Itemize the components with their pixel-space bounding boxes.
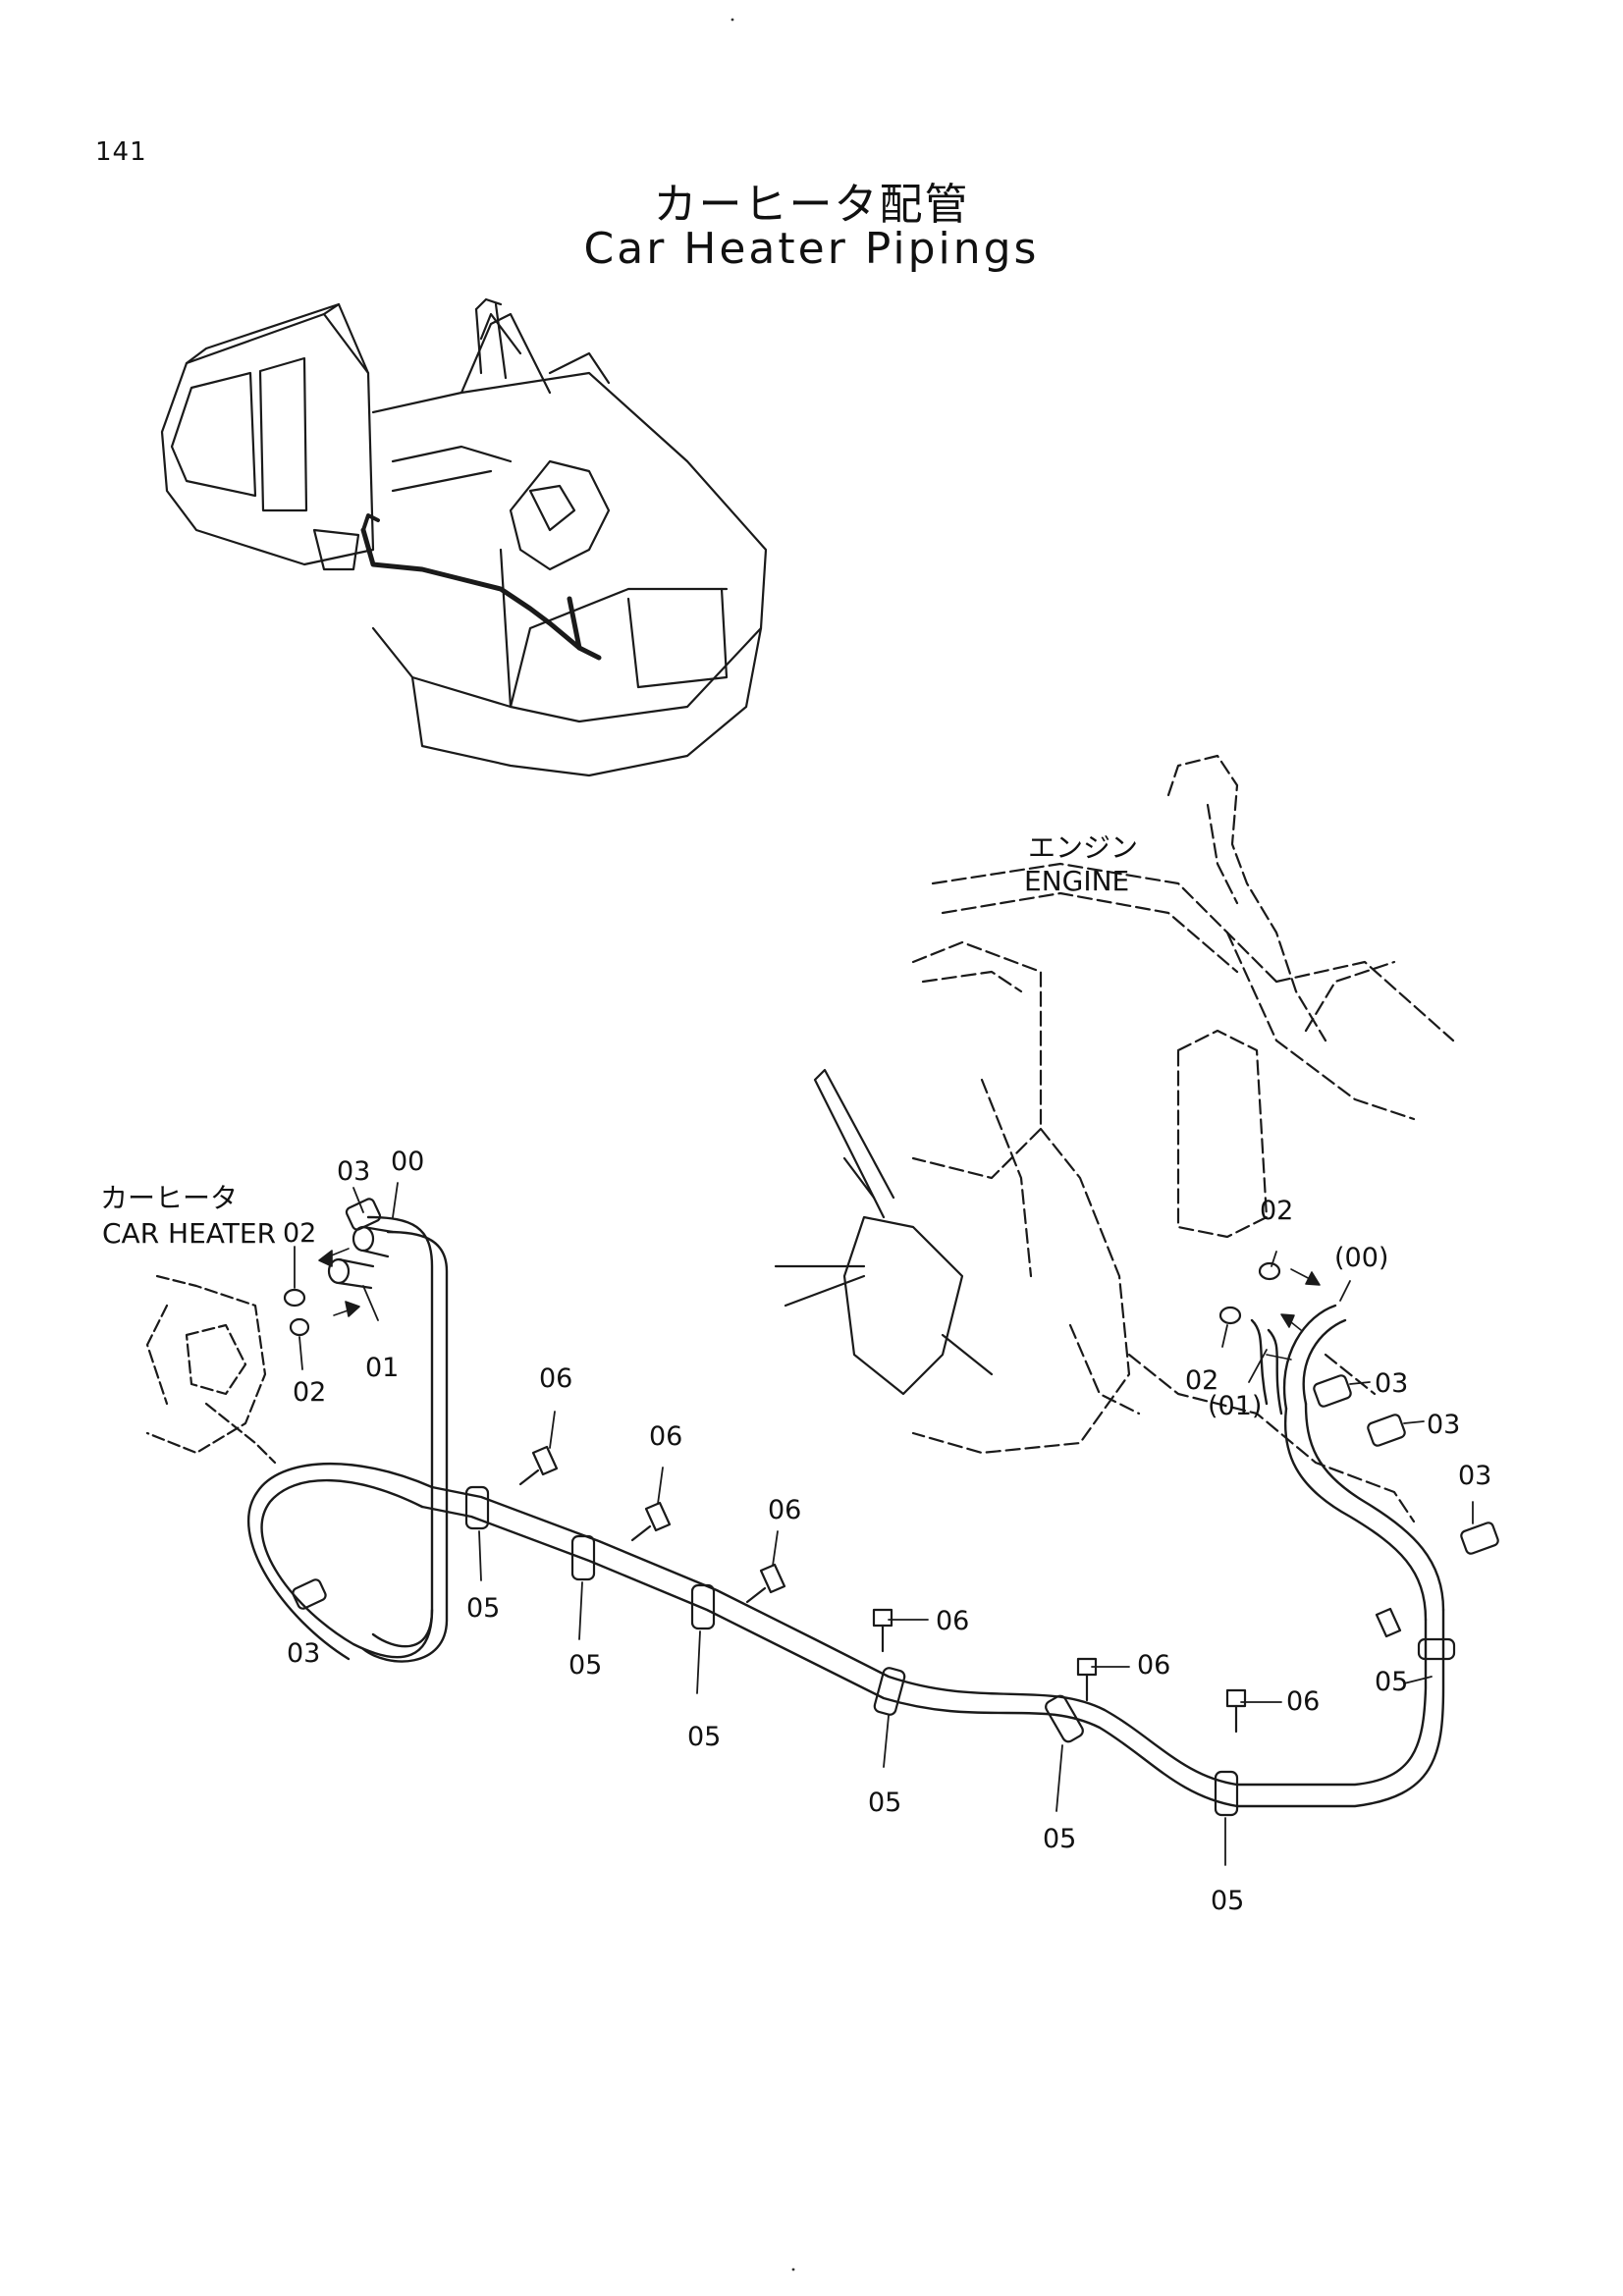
callout-02: 02: [1260, 1196, 1293, 1226]
engine-illustration: [911, 754, 1455, 1523]
callout-05: 05: [1211, 1886, 1244, 1916]
callout-01-paren: (01): [1208, 1391, 1262, 1421]
leader-lines: [294, 1182, 1474, 1866]
excavator-overview-illustration: [160, 297, 768, 777]
callout-06: 06: [936, 1606, 969, 1636]
callout-05: 05: [687, 1722, 721, 1752]
flow-arrows: [318, 1248, 1321, 1361]
callout-06: 06: [768, 1495, 801, 1525]
car-heater-label-jp: カーヒータ: [100, 1182, 238, 1214]
bottom-dot-mark: [791, 2268, 795, 2271]
engine-label-jp: エンジン: [1028, 831, 1138, 864]
engine-fan: [774, 1068, 994, 1396]
bolts-06: [518, 1445, 1402, 1734]
heater-pipe-route: [246, 1215, 1445, 1808]
hose-clamps: [283, 1261, 1281, 1337]
callout-05: 05: [1375, 1667, 1408, 1697]
callout-06: 06: [1286, 1686, 1320, 1717]
callout-03: 03: [1458, 1461, 1491, 1491]
callout-03: 03: [337, 1156, 370, 1187]
callout-05: 05: [568, 1650, 602, 1681]
callout-03: 03: [1427, 1410, 1460, 1440]
callout-01: 01: [365, 1353, 399, 1383]
callout-02: 02: [293, 1377, 326, 1408]
title-japanese: カーヒータ配管: [653, 180, 970, 230]
pipe-clamps: [464, 1485, 1456, 1817]
car-heater-unit: [145, 1274, 277, 1465]
callout-00: 00: [391, 1147, 424, 1177]
callout-06: 06: [1137, 1650, 1170, 1681]
callout-05: 05: [466, 1593, 500, 1624]
top-dot-mark: [730, 18, 734, 22]
callout-00-paren: (00): [1334, 1243, 1388, 1273]
heater-connection-stubs: [327, 1225, 395, 1290]
callout-05: 05: [868, 1788, 901, 1818]
callout-02: 02: [283, 1218, 316, 1249]
callout-06: 06: [539, 1363, 572, 1394]
callout-05: 05: [1043, 1824, 1076, 1854]
page-number: 141: [95, 137, 147, 167]
callout-03: 03: [1375, 1368, 1408, 1399]
callout-06: 06: [649, 1421, 682, 1452]
title-english: Car Heater Pipings: [583, 224, 1040, 274]
car-heater-label-en: CAR HEATER: [102, 1217, 276, 1250]
callout-03: 03: [287, 1638, 320, 1669]
engine-label-en: ENGINE: [1024, 865, 1129, 897]
callout-02: 02: [1185, 1365, 1218, 1396]
clip-03: [292, 1198, 1499, 1610]
